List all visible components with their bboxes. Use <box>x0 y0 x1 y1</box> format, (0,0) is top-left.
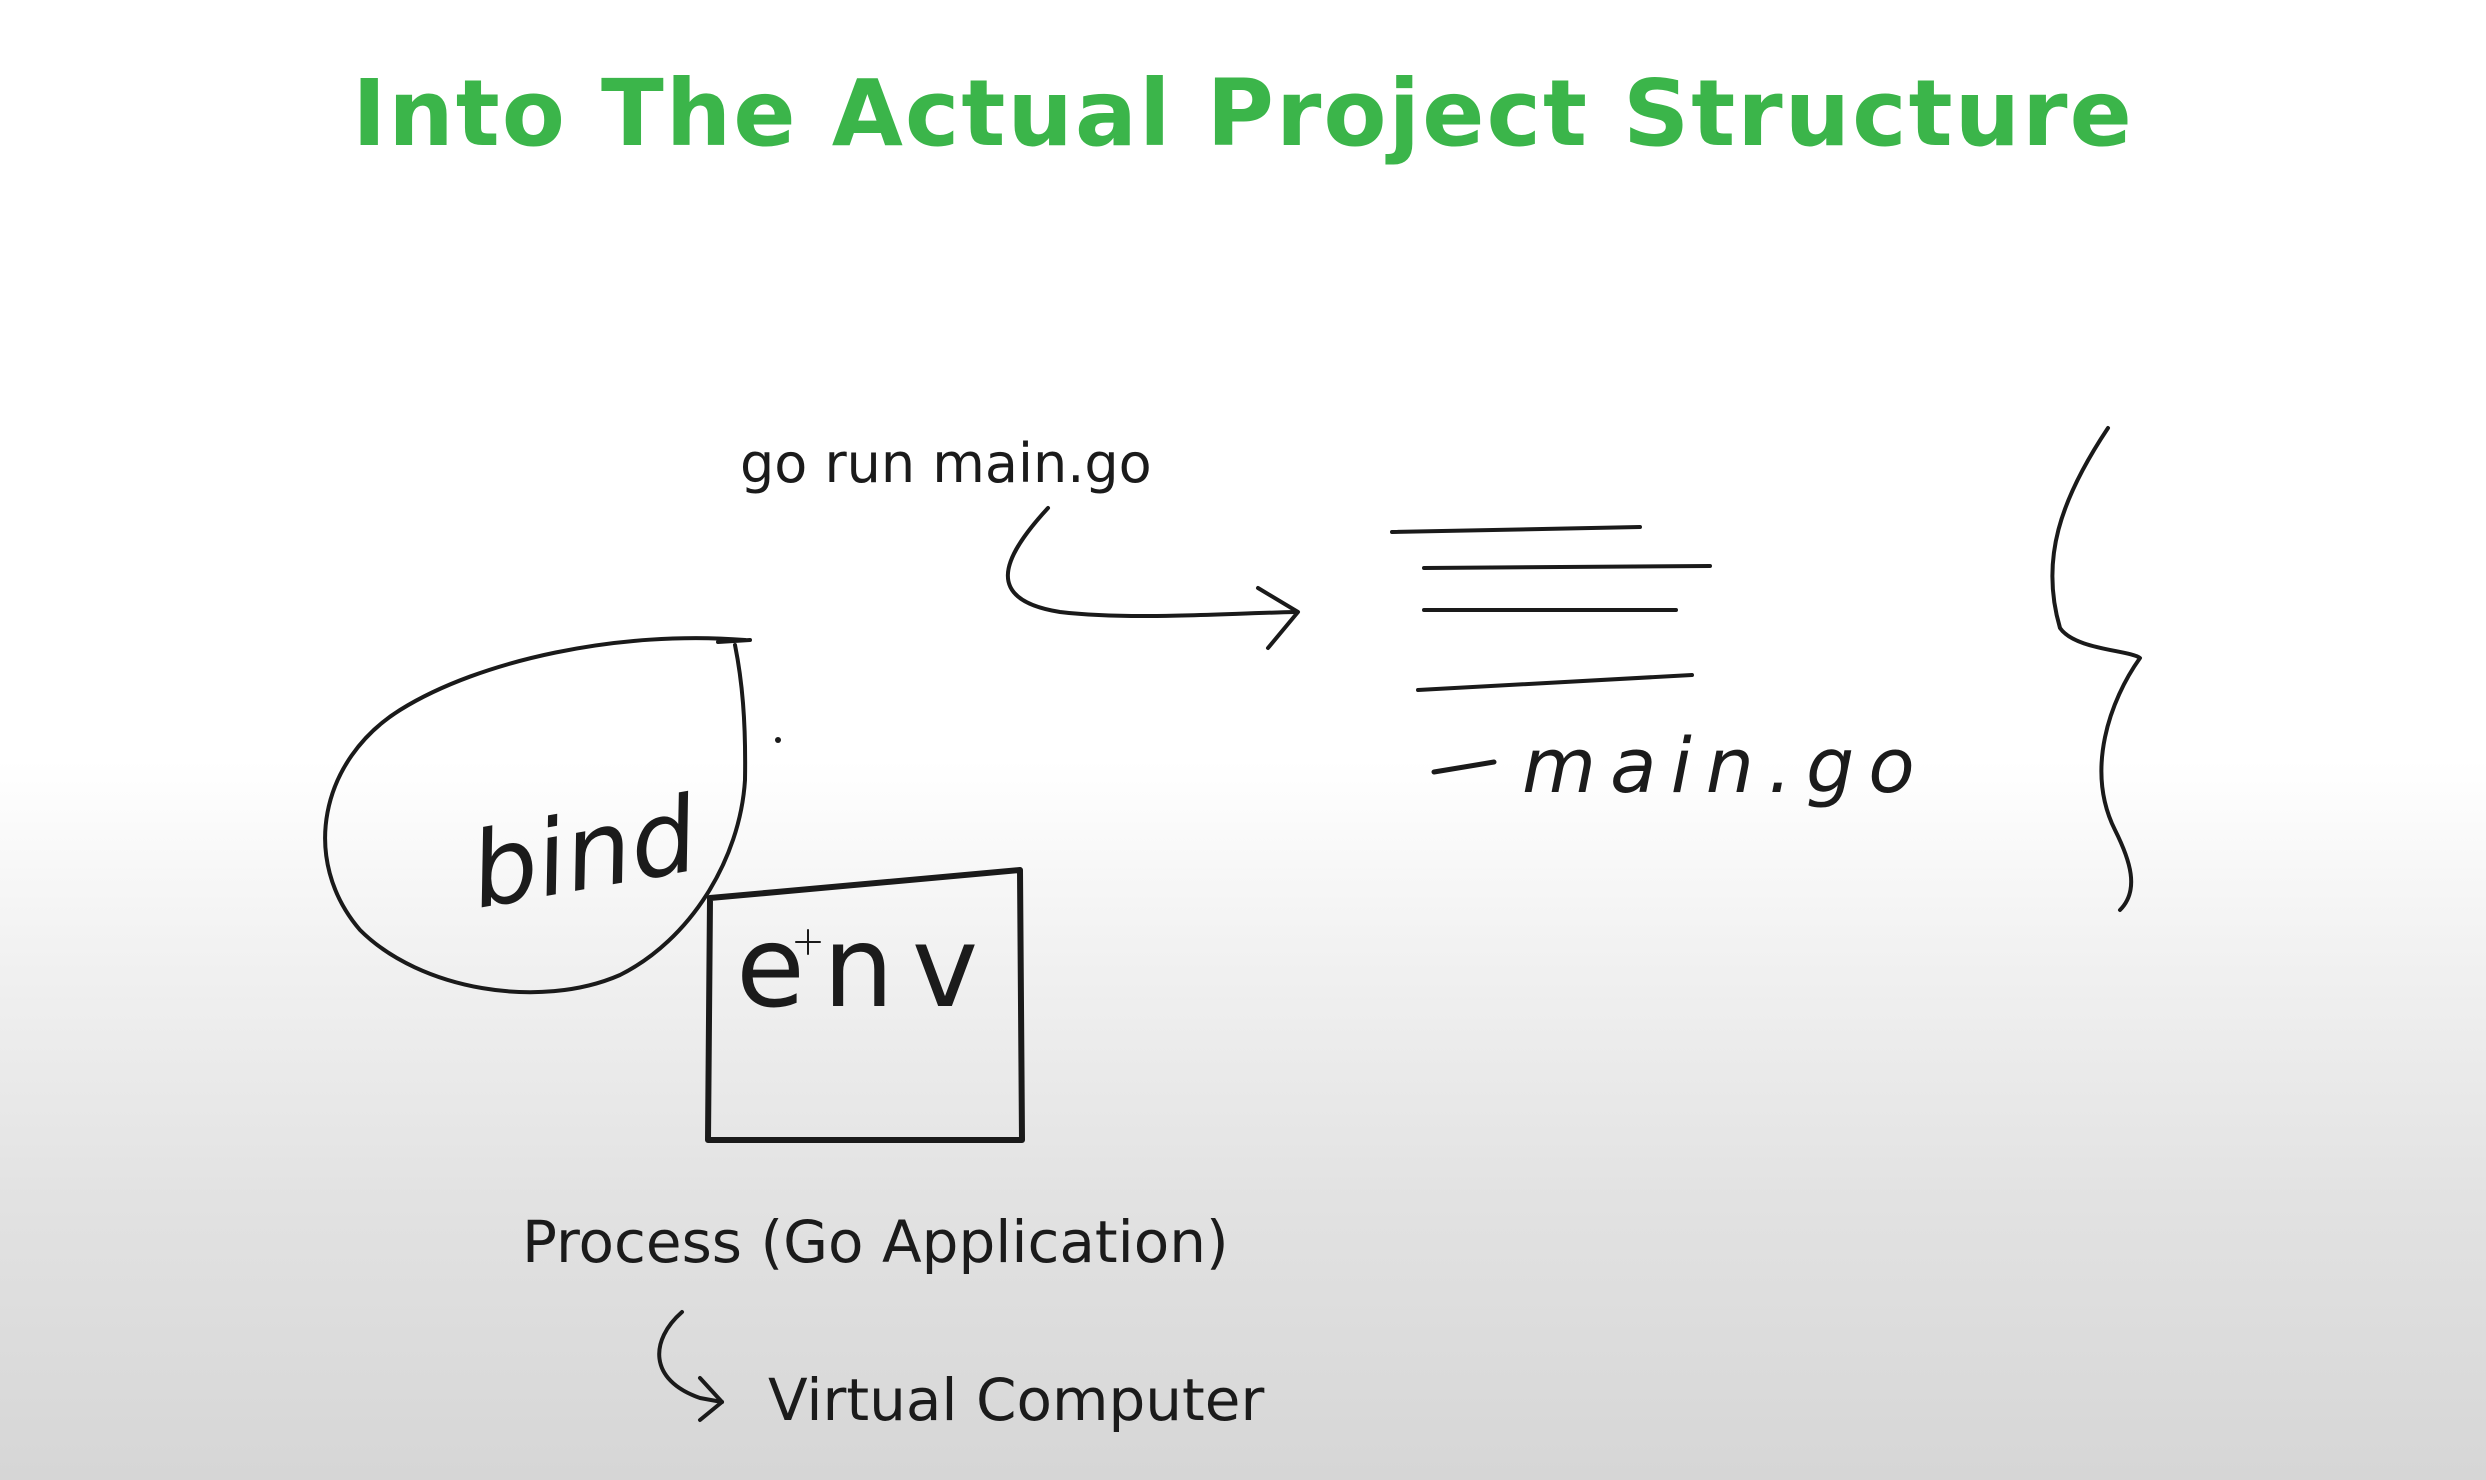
env-box: env <box>705 867 1025 1143</box>
command-label: go run main.go <box>740 432 1152 495</box>
main-go-handwritten: main.go <box>1431 721 1929 810</box>
env-text: env <box>736 903 996 1033</box>
virtual-computer-arrow <box>657 1310 724 1422</box>
virtual-computer-label: Virtual Computer <box>768 1366 1264 1434</box>
main-go-handwritten-text: main.go <box>1522 721 1929 810</box>
bind-text: bind <box>461 773 707 933</box>
curly-brace <box>2050 426 2142 912</box>
command-arrow <box>1005 506 1300 650</box>
file-content-lines <box>1390 525 1712 692</box>
process-label: Process (Go Application) <box>522 1208 1229 1276</box>
cursor-crosshair <box>795 929 821 955</box>
page-title: Into The Actual Project Structure <box>352 60 2134 167</box>
